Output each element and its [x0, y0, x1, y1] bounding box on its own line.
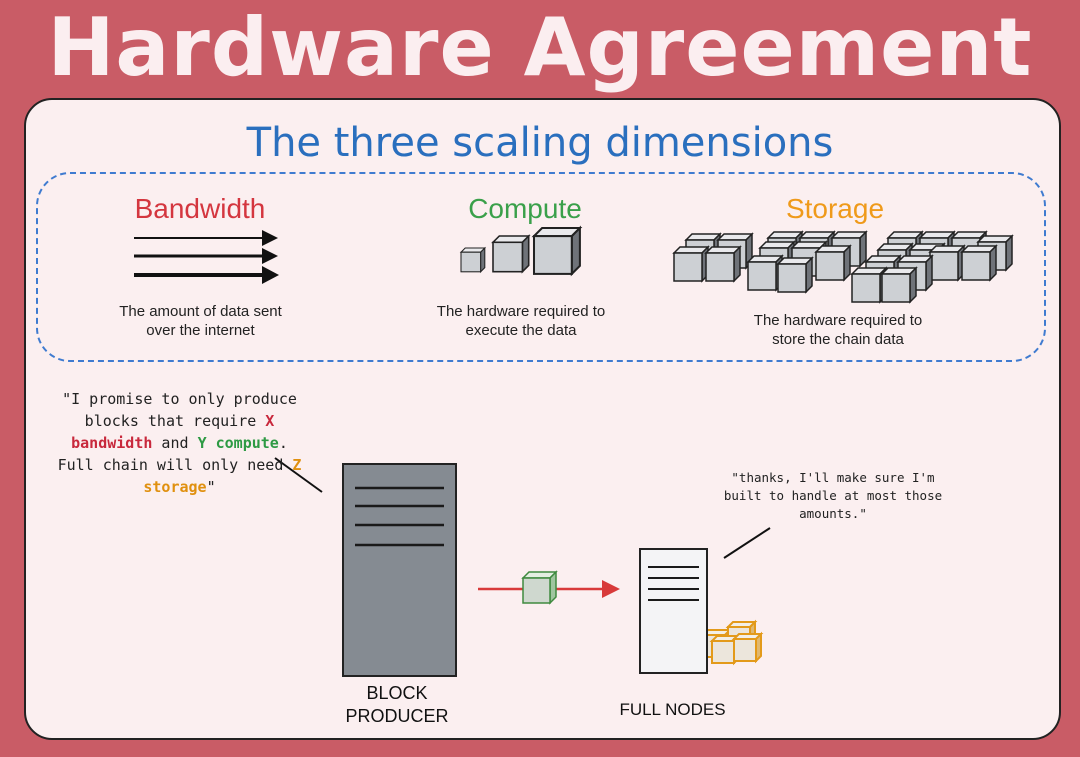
quote-text: . Full chain will only need [57, 434, 293, 474]
node-quote: "thanks, I'll make sure I'm built to han… [723, 470, 943, 521]
producer-quote: "I promise to only produce blocks that r… [52, 388, 307, 498]
compute-highlight: Y compute [197, 434, 279, 452]
bandwidth-description: The amount of data sent over the interne… [119, 303, 282, 339]
bandwidth-title: Bandwidth [134, 193, 266, 224]
dimensions-box [36, 172, 1046, 362]
content-panel [24, 98, 1061, 740]
block-producer-label: BLOCK PRODUCER [345, 683, 449, 726]
bandwidth-highlight: X bandwidth [71, 412, 275, 452]
subtitle: The three scaling dimensions [246, 120, 834, 166]
compute-description: The hardware required to execute the dat… [436, 303, 606, 339]
storage-description: The hardware required to store the chain… [753, 312, 923, 348]
block-producer-server-icon [342, 463, 457, 677]
storage-cubes-icon [673, 231, 1013, 303]
compute-cubes-icon [460, 226, 581, 275]
quote-text: and [152, 434, 198, 452]
bandwidth-arrows-icon [134, 230, 279, 284]
page-title: Hardware Agreement [47, 1, 1033, 94]
storage-highlight: Z storage [143, 456, 302, 496]
full-node-server-icon [639, 548, 762, 674]
compute-title: Compute [468, 193, 582, 224]
node-speech-line [723, 527, 771, 559]
quote-text: " [206, 478, 216, 496]
producer-speech-line [274, 457, 323, 493]
block-transfer-arrow-icon [478, 570, 620, 605]
quote-text: "I promise to only produce blocks that r… [62, 390, 297, 430]
storage-title: Storage [785, 193, 885, 224]
full-nodes-label: FULL NODES [619, 700, 726, 719]
